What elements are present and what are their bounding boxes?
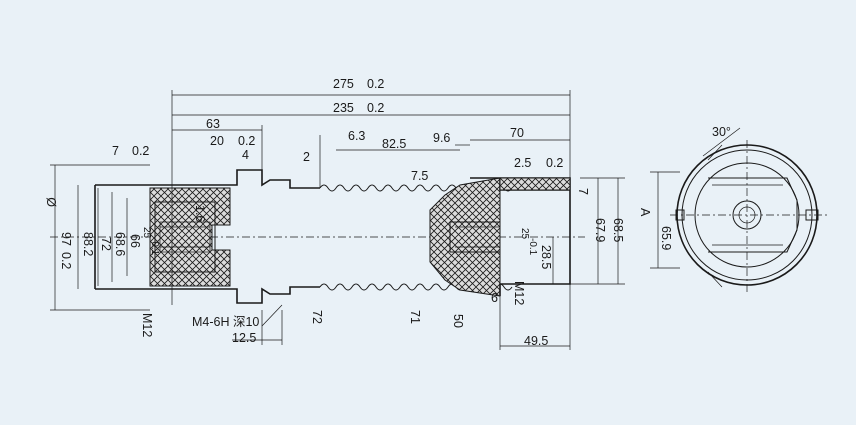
dim-9-6: 9.6 [433,131,450,145]
end-angle: 30° [712,125,731,139]
dim-6-3: 6.3 [348,129,365,143]
dim-63: 63 [206,117,220,131]
dia-88-2: 88.2 [81,232,95,256]
dim-67-9: 67.9 [593,218,607,242]
dim-12-5: 12.5 [232,331,256,345]
dim-28-5: 28.5 [539,245,553,269]
dim-7-tol: 0.2 [132,144,149,158]
end-ring [681,149,813,281]
dia-68-6: 68.6 [113,232,127,256]
end-dia: 65.9 [659,226,673,250]
dia-25-right: 25 [519,228,530,240]
dia-25-right-tol: -0.1 [527,238,538,256]
dim-49-5: 49.5 [524,334,548,348]
dim-1-6: 1.6 [193,205,207,222]
dim-71: 71 [408,310,422,324]
screw-hole-label: M4-6H 深10 [192,315,259,329]
dim-7-right: 7 [576,188,590,195]
end-view: 30° 65.9 A [638,125,830,292]
left-end-plate [94,169,320,304]
dim-20: 20 [210,134,224,148]
dim-7: 7 [112,144,119,158]
end-center-hole [732,200,762,230]
dim-inner: 235 [333,101,354,115]
dia-97: 97 [59,232,73,246]
top-dimensions [171,90,571,305]
dim-2-5: 2.5 [514,156,531,170]
dim-2: 2 [303,150,310,164]
dia-97-tol: 0.2 [59,252,73,269]
dim-50: 50 [451,314,465,328]
side-view: 275 0.2 235 0.2 63 20 0.2 7 0.2 4 2 6.3 … [45,77,625,350]
dia-72: 72 [99,237,113,251]
left-insulator [149,187,231,287]
dim-70: 70 [510,126,524,140]
dim-6: 6 [491,291,498,305]
dim-68-5: 68.5 [611,218,625,242]
dia-25-left: 25 [141,227,152,239]
dim-20-tol: 0.2 [238,134,255,148]
right-insert [449,221,501,253]
dia-symbol-97: Ø [45,197,59,207]
view-label: A [638,208,652,217]
left-thread-bore [159,221,211,253]
dim-7-5: 7.5 [411,169,428,183]
end-outer-circle [676,144,818,286]
dim-2-5-tol: 0.2 [546,156,563,170]
right-cap-hatch [499,177,571,191]
thread-right: M12 [512,281,526,305]
dim-inner-tol: 0.2 [367,101,384,115]
dia-25-left-tol: -0.1 [149,238,160,256]
dim-72: 72 [310,310,324,324]
dim-overall-tol: 0.2 [367,77,384,91]
dim-overall: 275 [333,77,354,91]
dia-66: 66 [128,234,142,248]
dim-4: 4 [242,148,249,162]
thread-left: M12 [140,313,154,337]
right-insulator [429,177,501,297]
left-insert [154,201,216,273]
dim-82-5: 82.5 [382,137,406,151]
end-bracket [708,177,798,253]
left-diameter-dims [50,164,150,311]
